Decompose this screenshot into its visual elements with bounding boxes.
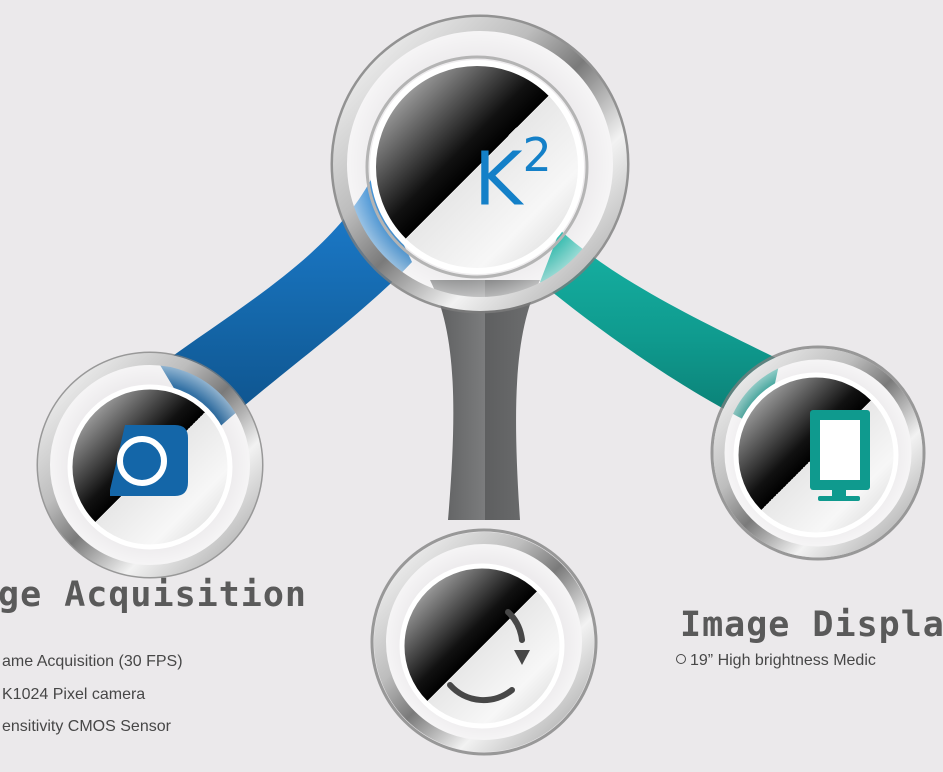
- center-node: [330, 14, 630, 314]
- refresh-icon: [447, 609, 530, 704]
- k2-logo: K2: [474, 132, 552, 217]
- display-bullet-1: 19” High brightness Medic: [676, 652, 876, 670]
- acquisition-bullet-2: K1024 Pixel camera: [2, 686, 146, 703]
- right-arm: [540, 230, 780, 430]
- bottom-node: [370, 528, 598, 756]
- center-arm: [430, 280, 540, 520]
- acquisition-bullet-3: ensitivity CMOS Sensor: [2, 718, 171, 735]
- left-node: [36, 351, 264, 579]
- k2-letter: K: [474, 136, 523, 223]
- bullet-circle-icon: [676, 654, 686, 664]
- left-arm: [160, 178, 412, 440]
- display-title: Image Displa: [680, 605, 943, 645]
- monitor-icon: [810, 410, 870, 501]
- display-bullet-1-text: 19” High brightness Medic: [690, 652, 876, 669]
- acquisition-title: ge Acquisition: [0, 575, 308, 615]
- k2-superscript: 2: [522, 128, 552, 182]
- camera-icon: [110, 425, 188, 496]
- right-node: [710, 345, 926, 561]
- acquisition-bullet-1: ame Acquisition (30 FPS): [2, 653, 183, 670]
